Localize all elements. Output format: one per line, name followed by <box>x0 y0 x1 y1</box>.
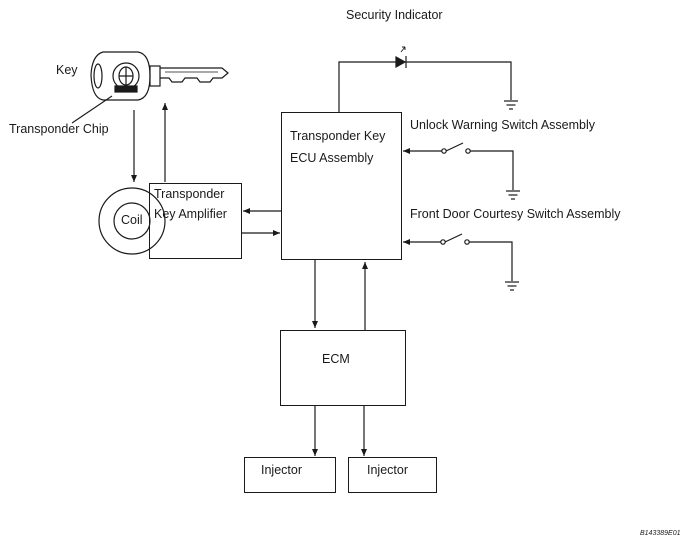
ecu-label-line2: ECU Assembly <box>290 151 374 165</box>
coil-icon <box>98 187 166 255</box>
unlock-warning-switch-label: Unlock Warning Switch Assembly <box>410 118 596 132</box>
security-indicator-led <box>338 46 512 112</box>
ecm-label: ECM <box>322 352 350 366</box>
transponder-chip-label: Transponder Chip <box>9 122 109 136</box>
unlock-warning-switch <box>403 142 514 190</box>
ground-icon <box>506 190 520 200</box>
amplifier-label-line1: Transponder <box>154 187 225 201</box>
key-icon <box>90 51 229 101</box>
ecu-label-line1: Transponder Key <box>290 129 386 143</box>
transponder-chip-leader <box>71 95 113 124</box>
key-label: Key <box>56 63 78 77</box>
figure-id: B143389E01 <box>640 530 681 537</box>
security-indicator-label: Security Indicator <box>346 8 443 22</box>
transponder-key-ecu-block: Transponder Key ECU Assembly <box>281 112 402 260</box>
front-door-switch <box>403 233 513 281</box>
amplifier-label-line2: Key Amplifier <box>154 207 227 221</box>
front-door-switch-label: Front Door Courtesy Switch Assembly <box>410 207 621 221</box>
injector-right-label: Injector <box>367 463 408 477</box>
coil-label: Coil <box>121 213 143 227</box>
ground-icon <box>504 100 518 110</box>
injector-right-block: Injector <box>348 457 437 493</box>
ground-icon <box>505 281 519 291</box>
injector-left-label: Injector <box>261 463 302 477</box>
ecm-block: ECM <box>280 330 406 406</box>
injector-left-block: Injector <box>244 457 336 493</box>
transponder-key-amplifier-block: Transponder Key Amplifier <box>149 183 242 259</box>
